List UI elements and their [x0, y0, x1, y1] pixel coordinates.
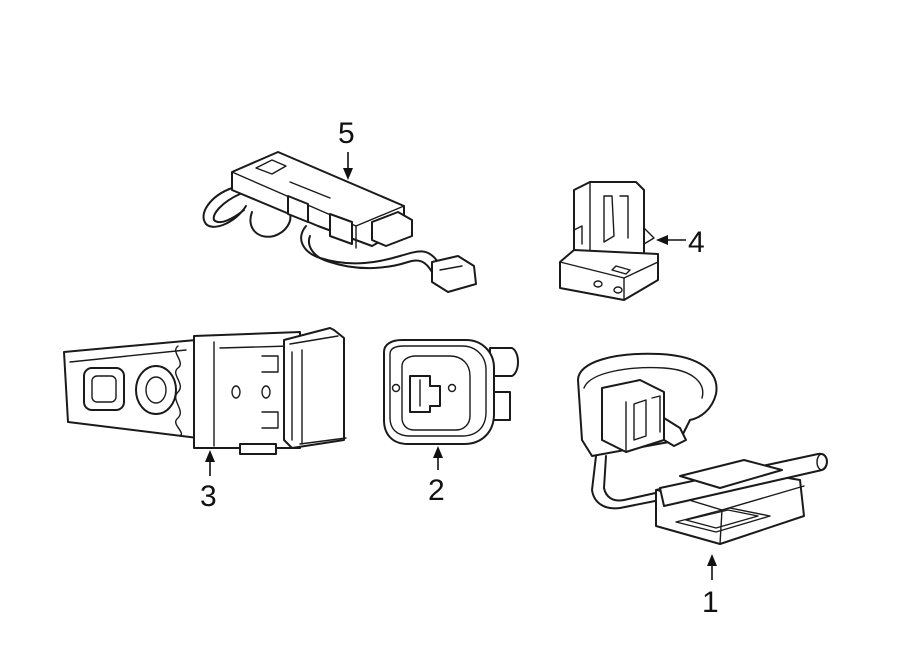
callout-number-2: 2: [428, 474, 445, 507]
callout-number-3: 3: [200, 480, 217, 513]
part-5-module: [202, 151, 477, 293]
part-4-connector: [559, 181, 659, 301]
callout-3: 3: [200, 450, 217, 513]
part-3-bracket: [63, 327, 347, 455]
callout-1: 1: [702, 554, 719, 619]
callout-2: 2: [428, 446, 445, 507]
callout-number-5: 5: [338, 117, 355, 150]
callout-number-4: 4: [688, 226, 705, 259]
callout-4: 4: [656, 226, 705, 259]
part-1-assembly: [577, 352, 828, 545]
part-2-sensor: [383, 339, 519, 445]
callout-5: 5: [338, 117, 355, 180]
callout-number-1: 1: [702, 586, 719, 619]
